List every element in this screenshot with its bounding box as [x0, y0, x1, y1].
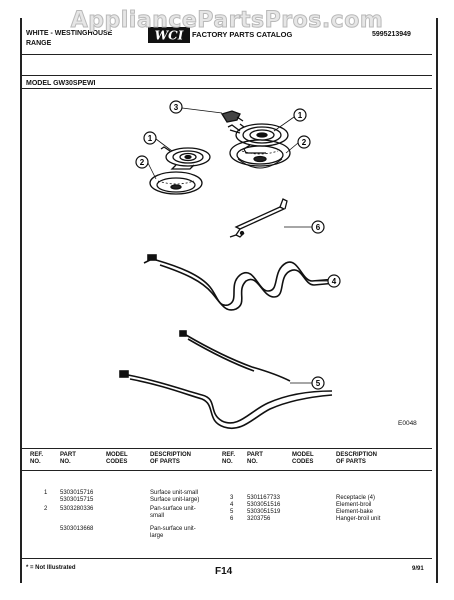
footnote: * = Not Illustrated — [26, 565, 76, 571]
desc-cell: Surface unit-small — [150, 490, 199, 496]
svg-text:1: 1 — [148, 134, 153, 143]
desc-cell: Receptacle (4) — [336, 495, 376, 501]
col-desc-right: DESCRIPTION OF PARTS — [336, 452, 378, 465]
bake-element-part — [119, 330, 333, 430]
col-model-left: MODEL CODES — [106, 452, 128, 465]
watermark: AppliancePartsPros.com — [70, 8, 384, 34]
ref-cell: 2 — [44, 506, 48, 512]
part-cell: 5303013668 — [60, 526, 94, 532]
page-frame — [20, 18, 438, 583]
model-rule-top — [22, 75, 432, 76]
ref-cell: 4 — [230, 502, 234, 508]
diagram-code: E0048 — [398, 420, 417, 427]
desc-cell: Hanger-broil unit — [336, 516, 381, 522]
table-header-rule — [22, 470, 432, 471]
part-cell: 5303051516 — [247, 502, 281, 508]
parts-diagram: 3 1 1 2 2 6 4 5 — [90, 95, 430, 440]
model-rule-bottom — [22, 88, 432, 89]
model-label: MODEL GW30SPEWI — [26, 80, 96, 87]
table-rule-top — [22, 448, 432, 449]
svg-text:2: 2 — [302, 138, 307, 147]
col-desc-left: DESCRIPTION OF PARTS — [150, 452, 192, 465]
desc-cell: Surface unit-large) — [150, 497, 200, 503]
catalog-number: 5995213949 — [372, 31, 411, 38]
ref-cell: 3 — [230, 495, 234, 501]
parts-diagram-svg: 3 1 1 2 2 6 4 5 — [119, 100, 341, 430]
ref-cell: 1 — [44, 490, 48, 496]
surface-unit-small — [160, 146, 211, 170]
svg-text:4: 4 — [332, 277, 337, 286]
hanger-broil-part — [229, 198, 288, 238]
part-cell: 5303015716 — [60, 490, 94, 496]
desc-cell: Element-bake — [336, 509, 374, 515]
catalog-title: FACTORY PARTS CATALOG — [192, 30, 293, 39]
desc-cell: Element-broil — [336, 502, 372, 508]
logo-text: WCI — [155, 29, 184, 43]
part-cell: 3203756 — [247, 516, 271, 522]
desc-cell: Pan-surface unit- large — [150, 526, 196, 539]
surface-unit-large — [227, 123, 289, 154]
ref-cell: 6 — [230, 516, 234, 522]
callout-2-right: 2 — [297, 135, 311, 149]
svg-text:6: 6 — [316, 223, 321, 232]
svg-text:2: 2 — [140, 158, 145, 167]
ref-cell: 5 — [230, 509, 234, 515]
footer-rule — [22, 558, 432, 559]
svg-text:5: 5 — [316, 379, 321, 388]
part-cell: 5303280336 — [60, 506, 94, 512]
callout-5: 5 — [311, 376, 325, 390]
callout-1-right: 1 — [293, 108, 307, 122]
callout-3: 3 — [169, 100, 183, 114]
brand-line-1: WHITE - WESTINGHOUSE — [26, 30, 113, 37]
part-cell: 5301167733 — [247, 495, 280, 501]
part-cell: 5303015715 — [60, 497, 94, 503]
pan-surface-large — [229, 139, 291, 169]
wci-logo: WCI — [148, 27, 190, 43]
callout-1-left: 1 — [143, 131, 157, 145]
callout-4: 4 — [327, 274, 341, 288]
callout-2-left: 2 — [135, 155, 149, 169]
catalog-date: 9/91 — [412, 566, 424, 572]
wci-logo-mark: WCI — [148, 27, 190, 43]
broil-element-part — [143, 254, 337, 311]
header-rule — [22, 54, 432, 55]
svg-text:3: 3 — [174, 103, 179, 112]
page-number: F14 — [215, 566, 233, 577]
pan-surface-small — [149, 171, 203, 195]
callout-6: 6 — [311, 220, 325, 234]
svg-text:1: 1 — [298, 111, 303, 120]
desc-cell: Pan-surface unit- small — [150, 506, 196, 519]
col-ref-right: REF. NO. — [222, 452, 236, 465]
brand-line-2: RANGE — [26, 40, 52, 47]
col-model-right: MODEL CODES — [292, 452, 314, 465]
col-part-right: PART NO. — [247, 452, 263, 465]
col-part-left: PART NO. — [60, 452, 76, 465]
receptacle-part — [220, 110, 245, 128]
col-ref-left: REF. NO. — [30, 452, 44, 465]
part-cell: 5303051519 — [247, 509, 281, 515]
